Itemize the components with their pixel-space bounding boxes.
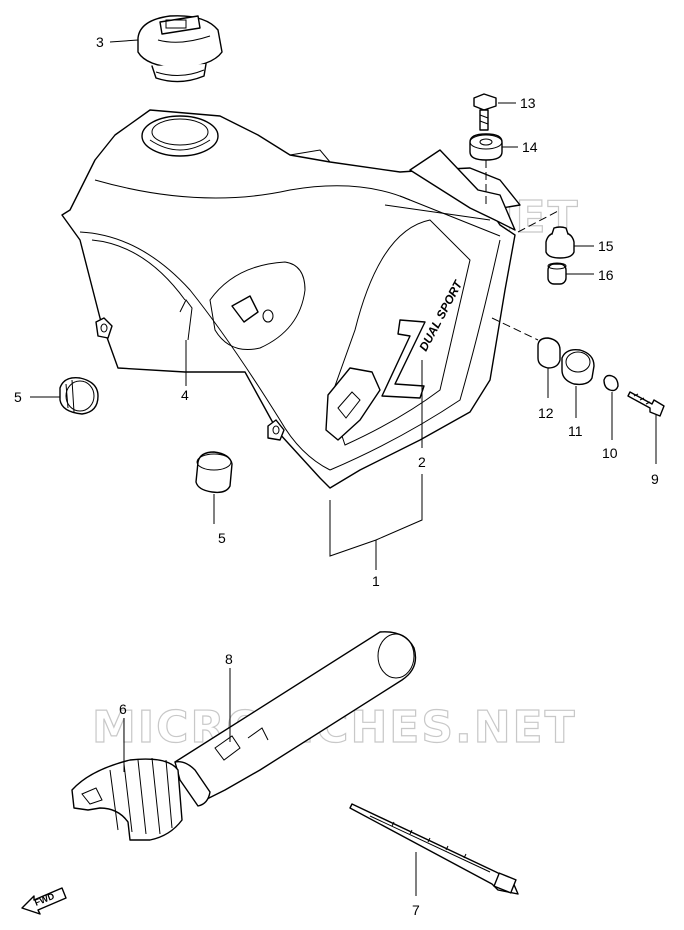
fuel-tank[interactable]: DUAL SPORT	[61, 109, 521, 489]
bolt-13[interactable]	[473, 93, 497, 131]
cable-tie-7[interactable]	[349, 803, 519, 895]
callout-1: 1	[372, 573, 380, 589]
callout-15: 15	[598, 238, 614, 254]
callout-13: 13	[520, 95, 536, 111]
callout-labels: 3 13 14 15 16 12 11 10 9 4 5 5 2 1 8 6 7	[14, 34, 659, 918]
dash-line-12	[491, 317, 539, 341]
cushion-11[interactable]	[561, 348, 595, 386]
fuel-cap[interactable]	[137, 15, 223, 83]
callout-8: 8	[225, 651, 233, 667]
plug-5-left[interactable]	[59, 377, 99, 415]
washer-14[interactable]	[469, 133, 503, 161]
protector-tube-8[interactable]	[174, 631, 417, 807]
callout-4: 4	[181, 387, 189, 403]
callout-6: 6	[119, 701, 127, 717]
callout-5-lower: 5	[218, 530, 226, 546]
callout-9: 9	[651, 471, 659, 487]
callout-16: 16	[598, 267, 614, 283]
callout-10: 10	[602, 445, 618, 461]
callout-7: 7	[412, 902, 420, 918]
callout-12: 12	[538, 405, 554, 421]
bolt-9[interactable]	[627, 391, 665, 417]
collar-16[interactable]	[547, 262, 567, 285]
clamp-6[interactable]	[71, 757, 183, 841]
cushion-15[interactable]	[545, 226, 575, 259]
callout-3: 3	[96, 34, 104, 50]
dash-line-15	[517, 209, 561, 233]
callout-5-left: 5	[14, 389, 22, 405]
fwd-arrow-icon: FWD	[21, 887, 67, 915]
plug-5-lower[interactable]	[195, 451, 233, 494]
callout-11: 11	[568, 423, 583, 439]
washer-10[interactable]	[603, 374, 619, 392]
callout-14: 14	[522, 139, 538, 155]
leader-lines	[30, 39, 657, 896]
callout-2: 2	[418, 454, 426, 470]
cushion-12[interactable]	[537, 337, 561, 369]
